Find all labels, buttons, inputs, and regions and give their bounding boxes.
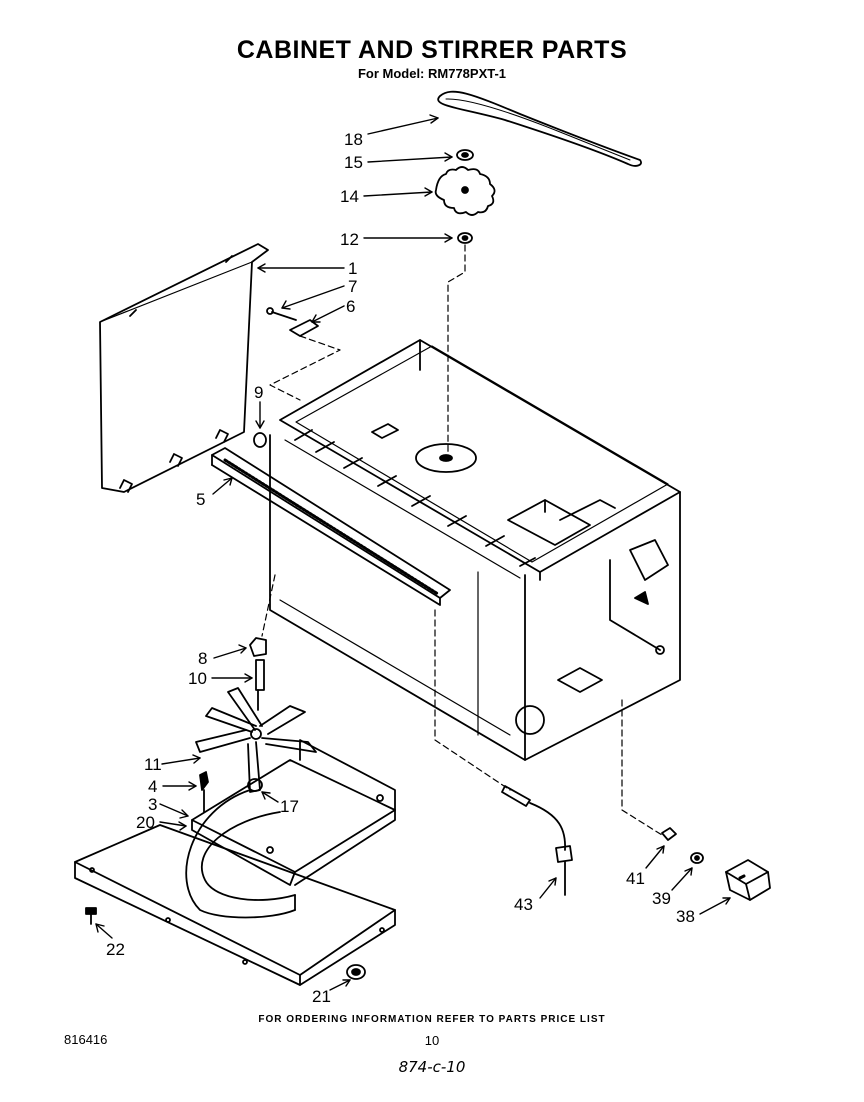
callout-11: 11 [144,755,162,774]
callout-8: 8 [198,649,207,668]
leader-switch [621,699,663,836]
part-screw-22 [85,907,97,925]
part-belt [437,90,642,167]
part-switch-38 [725,859,771,901]
part-air-duct [185,789,296,919]
callout-39: 39 [652,889,671,908]
part-side-panel [99,243,269,493]
callout-3: 3 [148,795,157,814]
part-sensor-43 [434,609,573,896]
callout-1: 1 [348,259,357,278]
document-number: 816416 [64,1032,108,1047]
callout-10: 10 [188,669,207,688]
callout-7: 7 [348,277,357,296]
part-connector-8 [249,637,267,657]
part-foot-21 [346,964,366,980]
part-clip-6 [289,319,319,337]
callout-22: 22 [106,940,125,959]
callout-17: 17 [280,797,299,816]
handwritten-note: 874-c-10 [398,1058,466,1076]
part-pulley [434,166,496,216]
leader-clip [269,335,341,401]
part-fan-blade [195,687,317,793]
part-washer-39 [690,852,704,864]
ordering-note: FOR ORDERING INFORMATION REFER TO PARTS … [258,1014,606,1025]
callout-12: 12 [340,230,359,249]
callout-9: 9 [254,383,263,402]
callout-20: 20 [136,813,155,832]
callout-labels: 18 15 14 12 1 7 6 9 5 8 10 11 4 3 20 17 … [106,130,695,1006]
leader-stirrer-axis [447,244,466,456]
leader-shaft [261,574,276,637]
callout-41: 41 [626,869,645,888]
part-nut-41 [661,827,677,841]
part-grommet-9 [253,432,267,448]
part-washer-15 [456,149,474,161]
callout-6: 6 [346,297,355,316]
part-screw-7 [266,307,297,321]
model-subtitle: For Model: RM778PXT-1 [357,66,507,81]
callout-14: 14 [340,187,359,206]
part-bolt-4 [199,771,209,813]
page-title: CABINET AND STIRRER PARTS [236,36,628,64]
part-cabinet [269,339,681,761]
part-shaft-10 [255,659,265,711]
callout-4: 4 [148,777,157,796]
callout-21: 21 [312,987,331,1006]
part-front-strip [211,447,451,606]
callout-18: 18 [344,130,363,149]
callout-5: 5 [196,490,205,509]
callout-38: 38 [676,907,695,926]
callout-15: 15 [344,153,363,172]
callout-43: 43 [514,895,533,914]
part-base-plate [74,824,396,986]
part-motor-bracket [191,739,396,886]
page-number: 10 [424,1033,440,1048]
part-nut-12 [457,232,473,244]
callout-leaders [95,114,731,991]
